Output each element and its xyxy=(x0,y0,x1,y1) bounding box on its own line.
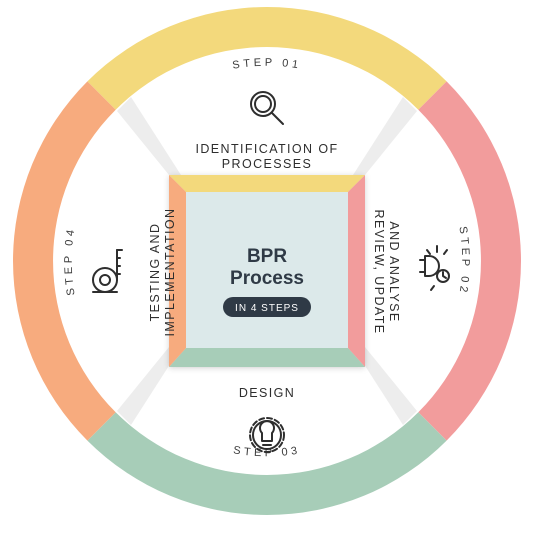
tape-measure-icon xyxy=(92,249,123,293)
frame-bottom xyxy=(169,348,365,367)
testing-label-line2: IMPLEMENTATION xyxy=(163,208,177,337)
step-01-label: STEP 01 xyxy=(232,57,303,72)
center-title-line1: BPR xyxy=(247,246,287,267)
step-04-label: STEP 04 xyxy=(63,226,78,297)
idea-bulb-icon xyxy=(419,245,450,291)
step-02-segment xyxy=(418,81,521,441)
center-box xyxy=(186,192,348,348)
step-03-segment xyxy=(87,412,447,515)
identification-label-line1: IDENTIFICATION OF xyxy=(195,142,338,156)
testing-label-line1: TESTING AND xyxy=(148,223,162,322)
outer-ring xyxy=(13,7,521,515)
review-label: REVIEW, UPDATE AND ANALYSE xyxy=(372,210,401,335)
identification-label-line2: PROCESSES xyxy=(222,157,312,171)
gear-bulb-icon xyxy=(249,417,285,453)
design-label: DESIGN xyxy=(239,386,295,400)
magnifier-icon xyxy=(250,91,284,125)
frame-top xyxy=(169,175,365,192)
center-title-line2: Process xyxy=(230,268,304,289)
step-04-segment xyxy=(13,81,116,441)
steps-badge-label: IN 4 STEPS xyxy=(235,303,299,314)
step-02-label: STEP 02 xyxy=(456,226,471,297)
diagonal-dividers xyxy=(117,97,417,425)
review-label-line1: REVIEW, UPDATE xyxy=(372,210,386,335)
review-label-line2: AND ANALYSE xyxy=(387,221,401,322)
frame-left xyxy=(169,175,186,367)
frame-right xyxy=(348,175,365,367)
steps-badge xyxy=(223,297,311,317)
testing-label: TESTING AND IMPLEMENTATION xyxy=(148,208,177,337)
center-frame xyxy=(169,175,365,367)
step-01-segment xyxy=(87,7,447,110)
